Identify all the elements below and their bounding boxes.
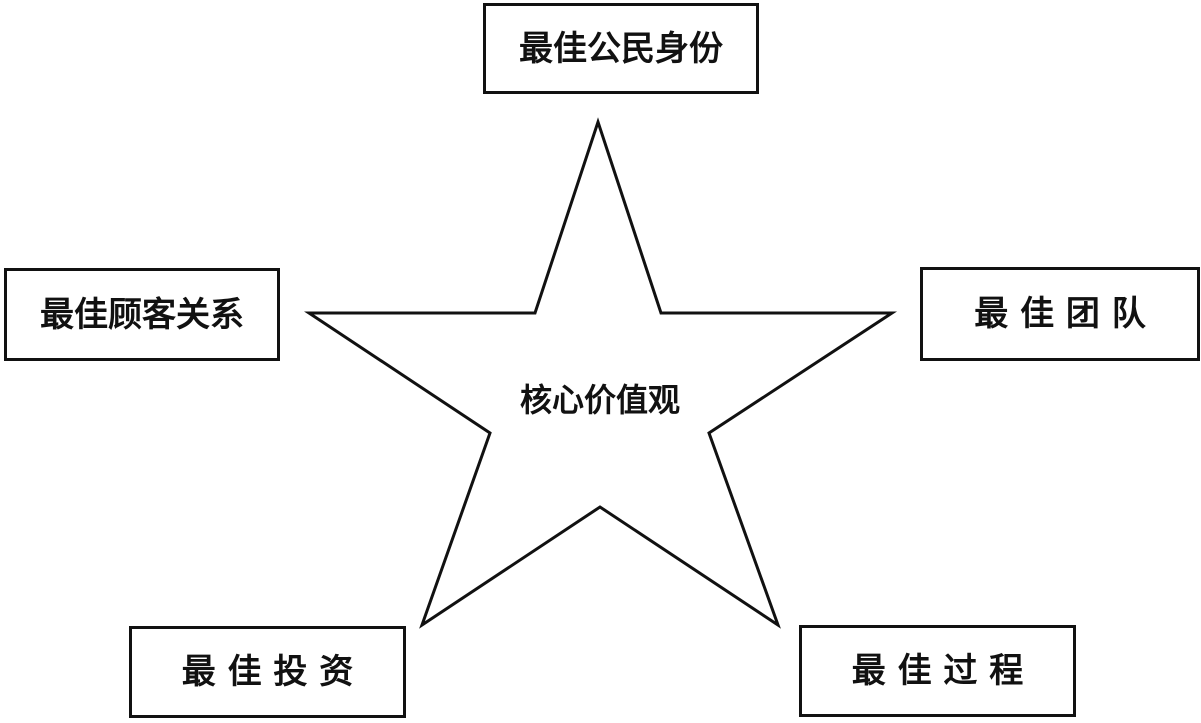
best-customer-relationship-box: 最佳顾客关系	[4, 268, 280, 361]
core-values-label: 核心价值观	[519, 381, 680, 419]
best-citizenship-label: 最佳公民身份	[519, 28, 723, 69]
best-citizenship-box: 最佳公民身份	[483, 3, 759, 94]
core-star	[304, 117, 898, 629]
best-team-box: 最 佳 团 队	[920, 267, 1200, 361]
best-process-box: 最 佳 过 程	[799, 625, 1076, 717]
best-investment-box: 最 佳 投 资	[129, 626, 406, 718]
best-customer-relationship-label: 最佳顾客关系	[40, 294, 244, 335]
best-process-label: 最 佳 过 程	[851, 651, 1024, 691]
best-investment-label: 最 佳 投 资	[181, 652, 354, 692]
best-team-label: 最 佳 团 队	[974, 294, 1146, 334]
